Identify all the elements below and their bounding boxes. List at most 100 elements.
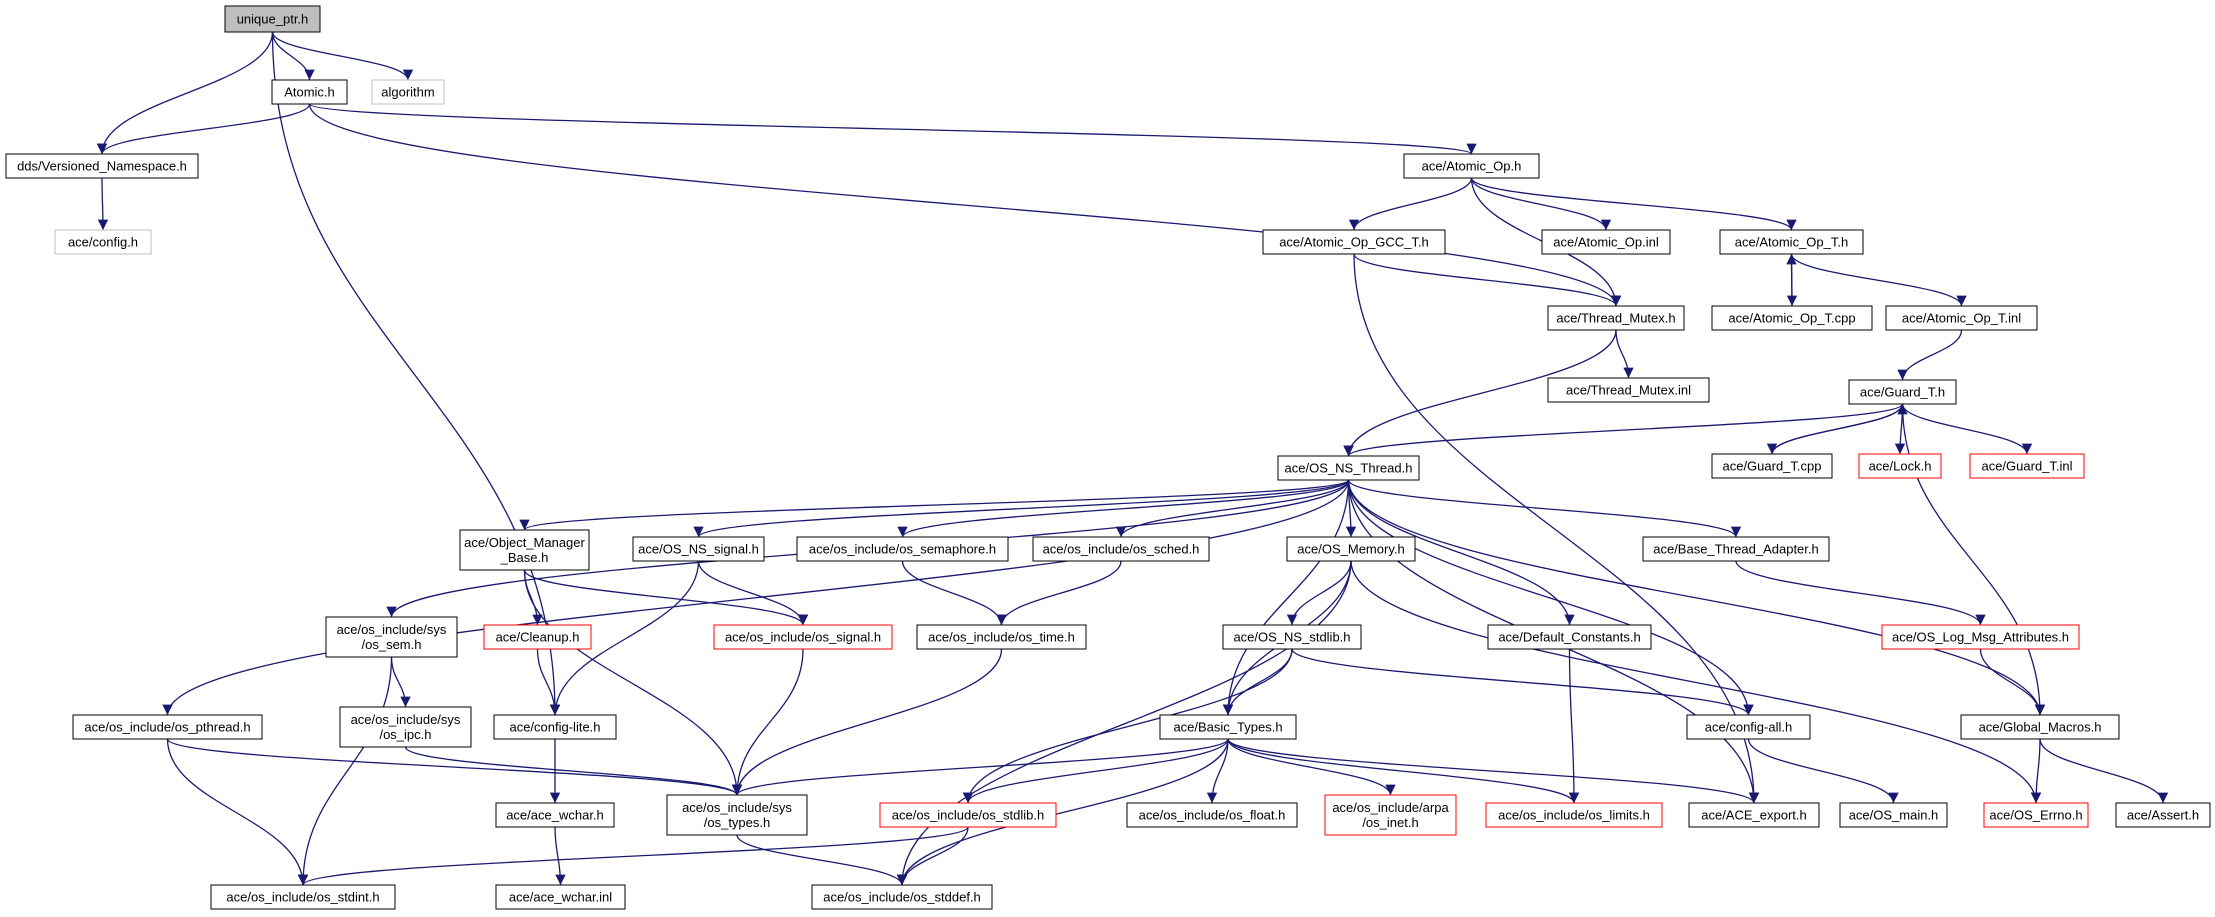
node-os_float[interactable]: ace/os_include/os_float.h (1126, 802, 1298, 828)
node-atomic_op_inl[interactable]: ace/Atomic_Op.inl (1541, 229, 1671, 255)
node-os_time[interactable]: ace/os_include/os_time.h (916, 624, 1087, 650)
node-box (1960, 714, 2120, 740)
node-atomic_op_gcc[interactable]: ace/Atomic_Op_GCC_T.h (1262, 229, 1446, 255)
edge-ace_wchar-to-ace_wchar_inl (554, 826, 566, 886)
edges-layer (96, 31, 2169, 886)
edge-os_pthread-to-os_stdint (166, 738, 309, 886)
node-ace_wchar[interactable]: ace/ace_wchar.h (495, 802, 615, 828)
node-ace_wchar_inl[interactable]: ace/ace_wchar.inl (495, 884, 626, 910)
edge-basic_types-to-os_inet (1227, 738, 1396, 796)
node-label: ace/config.h (68, 235, 138, 250)
node-os_ns_thread[interactable]: ace/OS_NS_Thread.h (1277, 455, 1420, 481)
node-box (1032, 536, 1210, 562)
edge-basic_types-to-os_types (732, 738, 1229, 796)
node-os_sem[interactable]: ace/os_include/sys/os_sem.h (325, 616, 458, 658)
edge-base_thread_adapter-to-os_log_msg_attr (1735, 560, 1986, 626)
edge-atomic_op-to-atomic_op_t (1470, 177, 1797, 231)
edge-versioned_ns-to-config_h (97, 177, 109, 231)
node-config_all[interactable]: ace/config-all.h (1686, 714, 1811, 740)
node-atomic_op_t_inl[interactable]: ace/Atomic_Op_T.inl (1885, 305, 2038, 331)
node-atomic_op[interactable]: ace/Atomic_Op.h (1403, 153, 1540, 179)
node-box (495, 802, 615, 828)
node-box (339, 706, 472, 748)
node-os_pthread[interactable]: ace/os_include/os_pthread.h (72, 714, 263, 740)
node-label: ace/OS_Memory.h (1297, 542, 1404, 557)
node-assert[interactable]: ace/Assert.h (2115, 802, 2211, 828)
node-box (916, 624, 1087, 650)
node-os_types[interactable]: ace/os_include/sys/os_types.h (666, 794, 808, 836)
node-box (495, 884, 626, 910)
node-box (1711, 305, 1873, 331)
node-guard_t_inl[interactable]: ace/Guard_T.inl (1969, 453, 2085, 479)
node-os_main[interactable]: ace/OS_main.h (1839, 802, 1948, 828)
node-os_errno[interactable]: ace/OS_Errno.h (1983, 802, 2089, 828)
node-lock[interactable]: ace/Lock.h (1858, 453, 1942, 479)
node-config_lite[interactable]: ace/config-lite.h (493, 714, 617, 740)
edge-os_ns_stdlib-to-os_stdlib (962, 648, 1293, 804)
edge-obj_mgr_base-to-os_types (523, 569, 743, 796)
edge-guard_t_cpp-to-guard_t (1771, 403, 1908, 455)
node-os_signal[interactable]: ace/os_include/os_signal.h (713, 624, 893, 650)
node-box (713, 624, 893, 650)
node-base_thread_adapter[interactable]: ace/Base_Thread_Adapter.h (1642, 536, 1830, 562)
edge-os_ns_thread-to-global_macros (1347, 479, 2046, 716)
node-box (54, 229, 152, 255)
node-os_stddef[interactable]: ace/os_include/os_stddef.h (811, 884, 993, 910)
node-label: ace/Atomic_Op_T.inl (1902, 311, 2021, 326)
node-box (1485, 802, 1663, 828)
node-thread_mutex_inl[interactable]: ace/Thread_Mutex.inl (1547, 377, 1710, 403)
node-box (1858, 453, 1942, 479)
node-label: ace/Thread_Mutex.inl (1566, 383, 1691, 398)
node-versioned_ns[interactable]: dds/Versioned_Namespace.h (5, 153, 199, 179)
node-os_limits[interactable]: ace/os_include/os_limits.h (1485, 802, 1663, 828)
edge-os_sem-to-os_stdint (297, 656, 393, 886)
node-label: ace/OS_NS_Thread.h (1285, 461, 1413, 476)
node-os_memory[interactable]: ace/OS_Memory.h (1286, 536, 1416, 562)
node-os_sched[interactable]: ace/os_include/os_sched.h (1032, 536, 1210, 562)
node-label: ace/Guard_T.inl (1981, 459, 2072, 474)
node-thread_mutex[interactable]: ace/Thread_Mutex.h (1547, 305, 1685, 331)
node-box (459, 529, 590, 571)
node-label: ace/OS_main.h (1849, 808, 1939, 823)
node-guard_t[interactable]: ace/Guard_T.h (1848, 379, 1957, 405)
node-global_macros[interactable]: ace/Global_Macros.h (1960, 714, 2120, 740)
node-os_inet[interactable]: ace/os_include/arpa/os_inet.h (1324, 794, 1457, 836)
node-default_constants[interactable]: ace/Default_Constants.h (1487, 624, 1652, 650)
node-cleanup[interactable]: ace/Cleanup.h (483, 624, 592, 650)
node-os_ipc[interactable]: ace/os_include/sys/os_ipc.h (339, 706, 472, 748)
node-label: ace/OS_Log_Msg_Attributes.h (1892, 630, 2069, 645)
edge-os_signal-to-os_types (731, 648, 804, 796)
node-ace_export[interactable]: ace/ACE_export.h (1688, 802, 1820, 828)
edge-config_all-to-os_main (1747, 738, 1899, 804)
node-label: ace/Lock.h (1869, 459, 1932, 474)
node-unique_ptr: unique_ptr.h (224, 5, 321, 33)
node-obj_mgr_base[interactable]: ace/Object_Manager_Base.h (459, 529, 590, 571)
edge-default_constants-to-os_limits (1568, 648, 1580, 804)
node-os_ns_signal[interactable]: ace/OS_NS_signal.h (632, 536, 765, 562)
node-label: ace/Object_Manager (464, 535, 585, 550)
node-os_stdlib[interactable]: ace/os_include/os_stdlib.h (879, 802, 1057, 828)
node-os_ns_stdlib[interactable]: ace/OS_NS_stdlib.h (1222, 624, 1362, 650)
node-label: ace/Atomic_Op.inl (1553, 235, 1659, 250)
node-box (1547, 377, 1710, 403)
node-box (1541, 229, 1671, 255)
edge-guard_t-to-guard_t_inl (1901, 403, 2033, 455)
node-box (1277, 455, 1420, 481)
node-atomic[interactable]: Atomic.h (271, 79, 348, 105)
edge-os_pthread-to-os_types (166, 738, 742, 796)
node-os_stdint[interactable]: ace/os_include/os_stdint.h (210, 884, 396, 910)
edge-os_sched-to-os_time (996, 560, 1122, 626)
node-os_semaphore[interactable]: ace/os_include/os_semaphore.h (796, 536, 1009, 562)
node-box (666, 794, 808, 836)
node-guard_t_cpp[interactable]: ace/Guard_T.cpp (1711, 453, 1833, 479)
node-basic_types[interactable]: ace/Basic_Types.h (1159, 714, 1297, 740)
edge-os_ns_thread-to-obj_mgr_base (519, 479, 1350, 531)
node-atomic_op_t[interactable]: ace/Atomic_Op_T.h (1719, 229, 1864, 255)
edge-os_ns_thread-to-config_all (1347, 479, 1754, 716)
node-label: ace/Basic_Types.h (1173, 720, 1282, 735)
node-os_log_msg_attr[interactable]: ace/OS_Log_Msg_Attributes.h (1881, 624, 2080, 650)
edge-os_ns_signal-to-os_signal (697, 560, 809, 626)
node-box (1839, 802, 1948, 828)
node-atomic_op_t_cpp[interactable]: ace/Atomic_Op_T.cpp (1711, 305, 1873, 331)
node-label: ace/Cleanup.h (496, 630, 580, 645)
